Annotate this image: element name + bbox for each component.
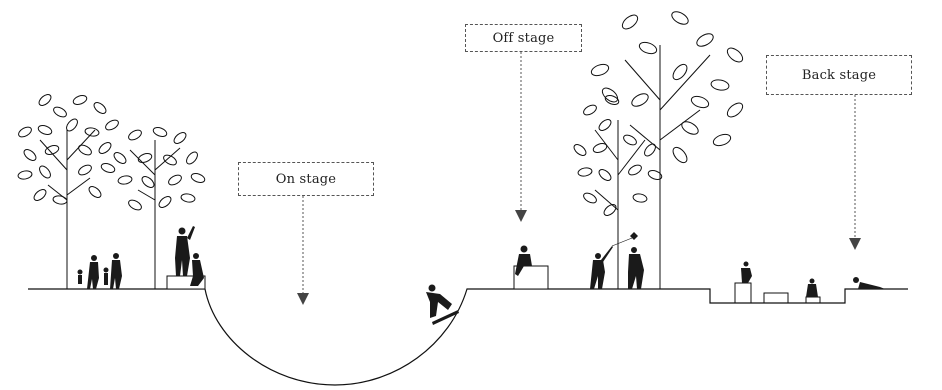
on-stage-label: On stage: [238, 162, 374, 196]
tree-right-1: [573, 95, 663, 289]
arrow-off-stage: [515, 210, 527, 222]
off-stage-label: Off stage: [465, 24, 582, 52]
arrow-on-stage: [297, 293, 309, 305]
off-stage-label-text: Off stage: [492, 30, 555, 46]
label-connectors: [302, 52, 856, 293]
ground-line: [28, 288, 908, 386]
back-stage-label: Back stage: [766, 55, 912, 95]
people-silhouettes: [77, 226, 885, 325]
back-stage-label-text: Back stage: [801, 67, 877, 83]
tree-left-2: [113, 127, 206, 289]
arrow-back-stage: [849, 238, 861, 250]
label-arrowheads: [297, 210, 861, 305]
pedestals: [166, 265, 549, 290]
tree-right-2: [590, 11, 744, 289]
tree-left-1: [17, 94, 119, 289]
kite-string: [611, 237, 633, 247]
on-stage-label-text: On stage: [275, 171, 337, 187]
